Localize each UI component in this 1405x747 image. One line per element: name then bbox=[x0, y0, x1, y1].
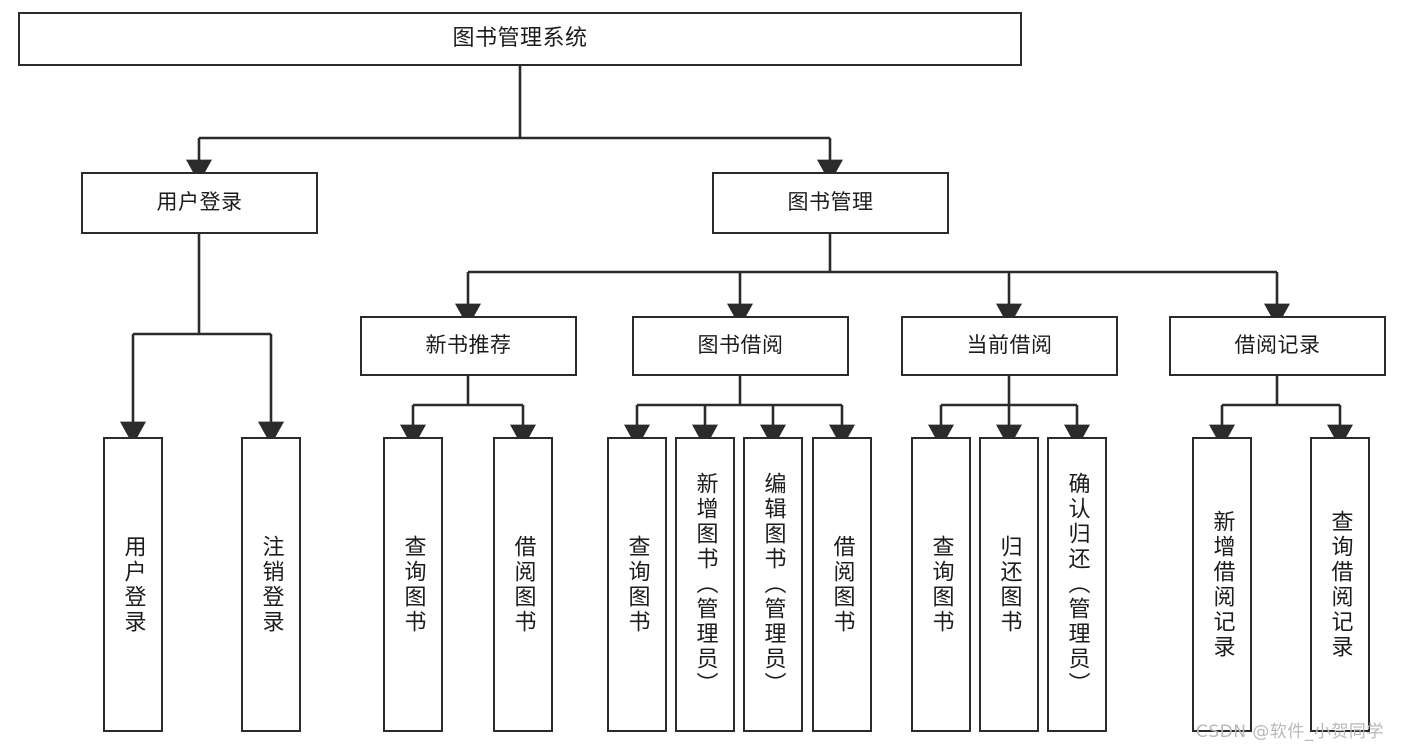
node-label: 确认归还（管理员） bbox=[1064, 472, 1090, 697]
leaf-borrow-book-recommend[interactable]: 借阅图书 bbox=[493, 437, 553, 732]
node-label: 借阅图书 bbox=[510, 534, 536, 635]
node-label: 查询图书 bbox=[400, 534, 426, 635]
node-label: 新书推荐 bbox=[425, 333, 512, 358]
node-book-borrow[interactable]: 图书借阅 bbox=[632, 316, 849, 376]
node-label: 新增借阅记录 bbox=[1209, 509, 1235, 660]
leaf-confirm-return-admin[interactable]: 确认归还（管理员） bbox=[1047, 437, 1107, 732]
leaf-logout[interactable]: 注销登录 bbox=[241, 437, 301, 732]
node-label: 借阅记录 bbox=[1234, 333, 1321, 358]
node-label: 图书借阅 bbox=[697, 333, 784, 358]
leaf-user-login[interactable]: 用户登录 bbox=[103, 437, 163, 732]
node-current-borrow[interactable]: 当前借阅 bbox=[901, 316, 1118, 376]
node-user-login[interactable]: 用户登录 bbox=[81, 172, 318, 234]
node-label: 用户登录 bbox=[120, 534, 146, 635]
leaf-query-book-current[interactable]: 查询图书 bbox=[911, 437, 971, 732]
leaf-borrow-book[interactable]: 借阅图书 bbox=[812, 437, 872, 732]
node-new-book-recommend[interactable]: 新书推荐 bbox=[360, 316, 577, 376]
leaf-query-book-borrow[interactable]: 查询图书 bbox=[607, 437, 667, 732]
leaf-edit-book-admin[interactable]: 编辑图书（管理员） bbox=[743, 437, 803, 732]
leaf-return-book[interactable]: 归还图书 bbox=[979, 437, 1039, 732]
node-label: 用户登录 bbox=[156, 190, 243, 215]
node-label: 归还图书 bbox=[996, 534, 1022, 635]
leaf-query-book-recommend[interactable]: 查询图书 bbox=[383, 437, 443, 732]
watermark: CSDN @软件_小贺同学 bbox=[1196, 722, 1384, 742]
node-book-management[interactable]: 图书管理 bbox=[712, 172, 949, 234]
node-label: 当前借阅 bbox=[966, 333, 1053, 358]
node-label: 借阅图书 bbox=[829, 534, 855, 635]
node-label: 查询借阅记录 bbox=[1327, 509, 1353, 660]
node-label: 新增图书（管理员） bbox=[692, 472, 718, 697]
node-root-book-management-system[interactable]: 图书管理系统 bbox=[18, 12, 1022, 66]
node-label: 注销登录 bbox=[258, 534, 284, 635]
leaf-query-borrow-record[interactable]: 查询借阅记录 bbox=[1310, 437, 1370, 732]
node-label: 查询图书 bbox=[624, 534, 650, 635]
leaf-add-book-admin[interactable]: 新增图书（管理员） bbox=[675, 437, 735, 732]
node-label: 编辑图书（管理员） bbox=[760, 472, 786, 697]
node-label: 图书管理 bbox=[787, 190, 874, 215]
node-label: 图书管理系统 bbox=[452, 25, 588, 51]
node-borrow-records[interactable]: 借阅记录 bbox=[1169, 316, 1386, 376]
node-label: 查询图书 bbox=[928, 534, 954, 635]
leaf-add-borrow-record[interactable]: 新增借阅记录 bbox=[1192, 437, 1252, 732]
